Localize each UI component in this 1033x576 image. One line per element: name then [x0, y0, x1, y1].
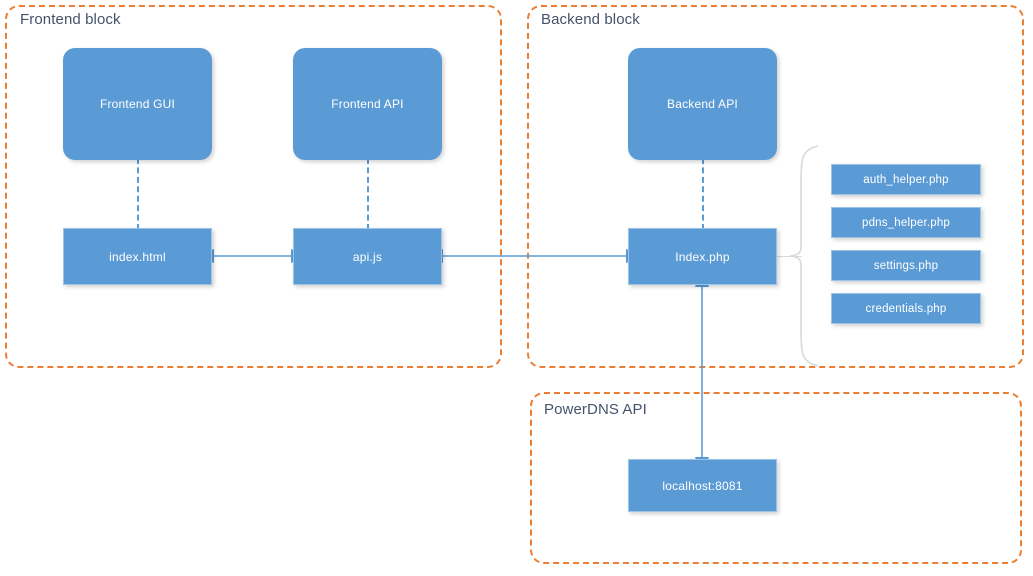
- group-title-powerdns: PowerDNS API: [544, 401, 647, 418]
- node-localhost-8081[interactable]: localhost:8081: [628, 459, 777, 512]
- node-helper-settings[interactable]: settings.php: [831, 250, 981, 281]
- connector-backend-api-to-index-php: [702, 158, 704, 230]
- node-api-js-label: api.js: [352, 249, 383, 264]
- node-helper-pdns[interactable]: pdns_helper.php: [831, 207, 981, 238]
- group-powerdns-api: [530, 392, 1022, 564]
- node-index-html-label: index.html: [109, 249, 166, 264]
- node-index-html[interactable]: index.html: [63, 228, 212, 285]
- group-backend-block: [527, 5, 1024, 368]
- brace-stem-line: [777, 256, 802, 257]
- node-localhost-8081-label: localhost:8081: [662, 478, 743, 493]
- node-helper-credentials[interactable]: credentials.php: [831, 293, 981, 324]
- node-helper-pdns-label: pdns_helper.php: [861, 216, 951, 229]
- node-backend-api[interactable]: Backend API: [628, 48, 777, 160]
- node-frontend-gui[interactable]: Frontend GUI: [63, 48, 212, 160]
- node-index-php-label: Index.php: [675, 249, 730, 264]
- group-frontend-block: [5, 5, 502, 368]
- group-title-frontend: Frontend block: [20, 11, 121, 28]
- node-helper-credentials-label: credentials.php: [865, 302, 947, 315]
- node-api-js[interactable]: api.js: [293, 228, 442, 285]
- node-helper-settings-label: settings.php: [873, 259, 939, 272]
- group-title-backend: Backend block: [541, 11, 640, 28]
- node-helper-auth-label: auth_helper.php: [863, 173, 949, 186]
- node-frontend-api[interactable]: Frontend API: [293, 48, 442, 160]
- connector-frontend-api-to-api-js: [367, 158, 369, 230]
- node-index-php[interactable]: Index.php: [628, 228, 777, 285]
- node-backend-api-label: Backend API: [667, 97, 738, 111]
- node-frontend-api-label: Frontend API: [331, 97, 404, 111]
- node-frontend-gui-label: Frontend GUI: [99, 97, 176, 111]
- connector-frontend-gui-to-index-html: [137, 158, 139, 230]
- node-helper-auth[interactable]: auth_helper.php: [831, 164, 981, 195]
